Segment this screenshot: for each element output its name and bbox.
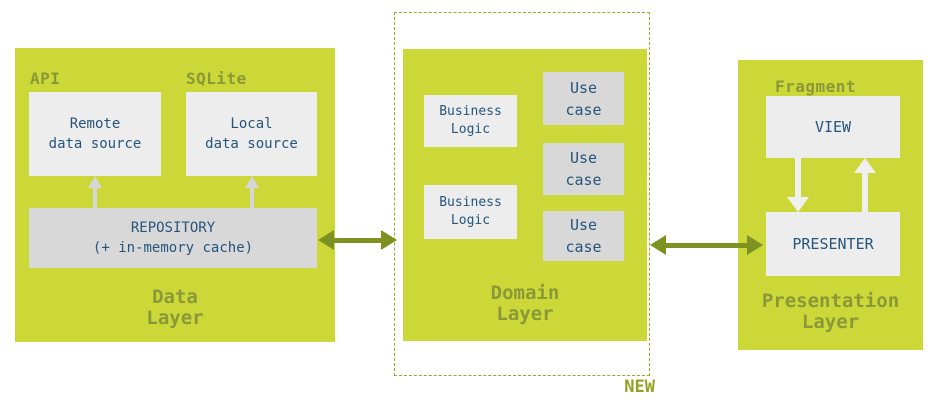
- domain-layer-panel: Business Logic Business Logic Use case U…: [403, 49, 647, 341]
- arrow-head: [787, 197, 809, 212]
- new-domain-dashed-outline: Business Logic Business Logic Use case U…: [394, 12, 650, 376]
- arrow-head: [88, 176, 102, 188]
- arrow-head: [854, 158, 876, 173]
- remote-data-source-box: Remote data source: [29, 92, 161, 176]
- repository-box: REPOSITORY (+ in-memory cache): [29, 208, 317, 268]
- arrow-bar: [330, 238, 385, 243]
- domain-layer-title: Domain Layer: [490, 282, 560, 325]
- repository-to-remote-arrow-icon: [88, 176, 102, 208]
- view-to-presenter-arrow-icon: [787, 158, 809, 212]
- arrow-head: [318, 230, 334, 250]
- sqlite-label: SQLite: [186, 69, 247, 88]
- view-box: VIEW: [766, 96, 900, 158]
- arrow-stem: [862, 173, 868, 212]
- presenter-to-view-arrow-icon: [854, 158, 876, 212]
- presenter-box: PRESENTER: [766, 212, 900, 276]
- business-logic-box: Business Logic: [424, 95, 517, 147]
- arrow-bar: [662, 243, 751, 248]
- use-case-box: Use case: [543, 211, 624, 261]
- arrow-head: [650, 235, 666, 255]
- data-layer-panel: API SQLite Remote data source Local data…: [15, 48, 335, 342]
- repository-to-local-arrow-icon: [245, 176, 259, 208]
- data-domain-double-arrow-icon: [318, 230, 397, 250]
- arrow-head: [747, 235, 763, 255]
- api-label: API: [30, 69, 61, 88]
- local-data-source-box: Local data source: [186, 92, 317, 176]
- business-logic-box: Business Logic: [424, 185, 517, 239]
- arrow-stem: [250, 188, 254, 208]
- domain-presentation-double-arrow-icon: [650, 235, 763, 255]
- arrow-head: [381, 230, 397, 250]
- use-case-box: Use case: [543, 72, 624, 125]
- fragment-label: Fragment: [775, 77, 857, 96]
- arrow-stem: [93, 188, 97, 208]
- new-badge: NEW: [624, 377, 655, 397]
- data-layer-title: Data Layer: [146, 286, 204, 329]
- arrow-stem: [795, 158, 801, 197]
- presentation-layer-panel: Fragment VIEW PRESENTER Presentation Lay…: [738, 60, 923, 350]
- use-case-box: Use case: [543, 143, 624, 195]
- arrow-head: [245, 176, 259, 188]
- presentation-layer-title: Presentation Layer: [761, 290, 900, 333]
